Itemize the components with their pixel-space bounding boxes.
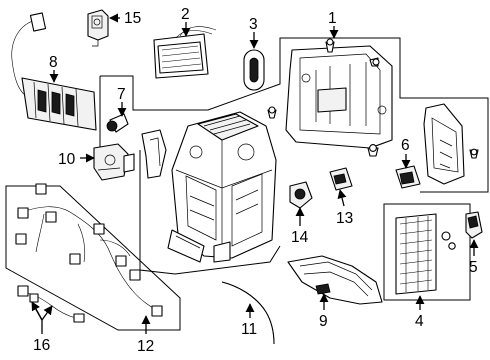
mode-actuator	[93, 143, 135, 181]
callout-9: 9	[319, 313, 328, 330]
callout-8: 8	[49, 54, 58, 71]
side-bracket	[423, 103, 479, 185]
callout-16: 16	[33, 337, 50, 354]
callout-1: 1	[328, 10, 337, 27]
heater-housing	[267, 38, 393, 157]
callout-4: 4	[415, 313, 424, 330]
hvac-unit	[167, 111, 277, 263]
callout-6: 6	[401, 137, 410, 154]
leader-lines	[31, 13, 479, 334]
callout-11: 11	[241, 321, 257, 338]
callout-7: 7	[117, 86, 126, 103]
callout-2: 2	[181, 6, 190, 23]
wire-harness	[15, 183, 163, 317]
sensor	[289, 181, 313, 209]
callout-13: 13	[336, 210, 353, 227]
blower-motor-actuator	[87, 9, 109, 47]
wire-harness-bracket	[11, 12, 97, 131]
callout-14: 14	[291, 229, 309, 246]
drain-hose	[221, 281, 275, 345]
evaporator-core	[153, 26, 217, 79]
temperature-actuator	[329, 167, 353, 191]
callout-5: 5	[469, 259, 478, 276]
screw	[106, 113, 129, 133]
small-sensor	[465, 211, 483, 239]
callout-12: 12	[137, 338, 154, 355]
sub-harness	[17, 285, 85, 323]
duct	[287, 255, 383, 305]
callout-10: 10	[58, 151, 76, 168]
evaporator	[395, 213, 456, 295]
relay	[395, 165, 421, 189]
callout-15: 15	[124, 10, 141, 27]
callout-labels: 1 2 3 4 5 6 7 8 9 10 11 12 13 14 15 16	[33, 6, 478, 355]
callout-3: 3	[249, 16, 258, 33]
assembly-group-outline	[5, 37, 489, 331]
filter-seal	[243, 49, 265, 91]
linkage-bracket	[141, 129, 167, 179]
